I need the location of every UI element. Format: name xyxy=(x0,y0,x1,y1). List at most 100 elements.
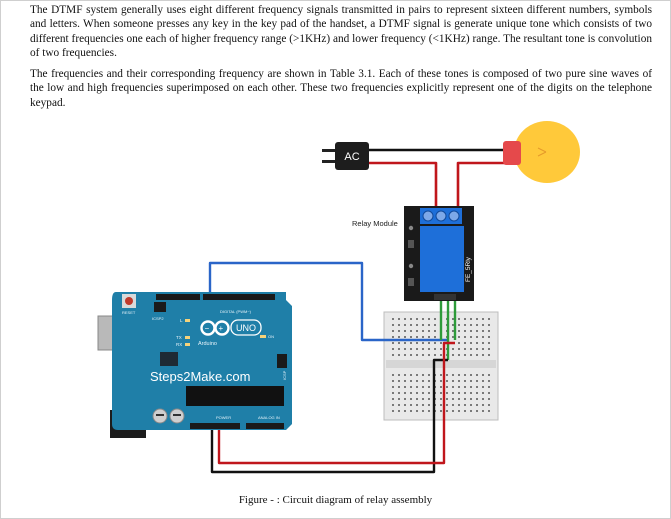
figure-caption: Figure - : Circuit diagram of relay asse… xyxy=(238,494,433,506)
breadboard-hole xyxy=(470,336,472,338)
breadboard-hole xyxy=(416,318,418,320)
breadboard-hole xyxy=(482,330,484,332)
breadboard-hole xyxy=(482,386,484,388)
breadboard-hole xyxy=(398,342,400,344)
breadboard-hole xyxy=(470,342,472,344)
breadboard-hole xyxy=(482,404,484,406)
breadboard-hole xyxy=(410,318,412,320)
breadboard-hole xyxy=(452,386,454,388)
breadboard-hole xyxy=(422,398,424,400)
breadboard-hole xyxy=(488,410,490,412)
breadboard-hole xyxy=(404,386,406,388)
breadboard-hole xyxy=(476,336,478,338)
breadboard-hole xyxy=(458,398,460,400)
breadboard-hole xyxy=(398,318,400,320)
breadboard-hole xyxy=(482,374,484,376)
breadboard-hole xyxy=(446,392,448,394)
breadboard-hole xyxy=(452,348,454,350)
relay-module-label: Relay Module xyxy=(352,219,398,228)
svg-text:−: − xyxy=(205,324,210,333)
breadboard-hole xyxy=(458,354,460,356)
breadboard-hole xyxy=(404,380,406,382)
breadboard-hole xyxy=(464,342,466,344)
breadboard-hole xyxy=(476,374,478,376)
breadboard-hole xyxy=(452,330,454,332)
breadboard-hole xyxy=(446,386,448,388)
breadboard-hole xyxy=(476,398,478,400)
ac-label: AC xyxy=(344,151,359,163)
relay-module: Relay Module FE_5Rly xyxy=(352,206,474,301)
breadboard-hole xyxy=(416,348,418,350)
relay-model-label: FE_5Rly xyxy=(465,256,472,282)
wires xyxy=(208,148,510,474)
breadboard-hole xyxy=(398,336,400,338)
breadboard-hole xyxy=(422,342,424,344)
breadboard-hole xyxy=(482,318,484,320)
breadboard-hole xyxy=(398,386,400,388)
breadboard-hole xyxy=(488,336,490,338)
breadboard-hole xyxy=(488,380,490,382)
breadboard-hole xyxy=(446,410,448,412)
breadboard-hole xyxy=(422,410,424,412)
breadboard-hole xyxy=(416,342,418,344)
breadboard-hole xyxy=(488,404,490,406)
breadboard-hole xyxy=(488,330,490,332)
breadboard-hole xyxy=(422,374,424,376)
breadboard-hole xyxy=(416,386,418,388)
breadboard-hole xyxy=(440,342,442,344)
breadboard-hole xyxy=(392,336,394,338)
breadboard-hole xyxy=(470,318,472,320)
wire-ac-red xyxy=(368,161,438,210)
breadboard-hole xyxy=(446,374,448,376)
breadboard-hole xyxy=(428,392,430,394)
breadboard-hole xyxy=(482,392,484,394)
breadboard-hole xyxy=(476,392,478,394)
breadboard-hole xyxy=(452,392,454,394)
breadboard-hole xyxy=(392,386,394,388)
breadboard-hole xyxy=(446,398,448,400)
arduino-infinity-icon xyxy=(200,320,230,336)
breadboard-hole xyxy=(416,374,418,376)
breadboard-hole xyxy=(470,392,472,394)
breadboard-hole xyxy=(458,336,460,338)
arduino-analog-label: ANALOG IN xyxy=(258,415,280,420)
breadboard-hole xyxy=(458,392,460,394)
breadboard-hole xyxy=(416,392,418,394)
breadboard-hole xyxy=(422,348,424,350)
breadboard-hole xyxy=(392,330,394,332)
breadboard-hole xyxy=(458,342,460,344)
arduino-site-label: Steps2Make.com xyxy=(150,369,250,384)
breadboard-hole xyxy=(422,386,424,388)
breadboard-hole xyxy=(422,330,424,332)
breadboard-hole xyxy=(458,330,460,332)
breadboard-hole xyxy=(398,398,400,400)
breadboard-hole xyxy=(410,392,412,394)
breadboard-hole xyxy=(422,318,424,320)
breadboard-hole xyxy=(392,392,394,394)
breadboard-hole xyxy=(470,386,472,388)
breadboard-hole xyxy=(392,348,394,350)
breadboard-hole xyxy=(392,380,394,382)
breadboard-hole xyxy=(488,392,490,394)
breadboard-hole xyxy=(458,374,460,376)
breadboard-hole xyxy=(404,354,406,356)
breadboard-hole xyxy=(452,410,454,412)
wire-gnd-black xyxy=(210,358,448,474)
light-bulb xyxy=(503,121,580,183)
breadboard-hole xyxy=(482,324,484,326)
breadboard-hole xyxy=(482,342,484,344)
breadboard-hole xyxy=(434,318,436,320)
breadboard-hole xyxy=(440,380,442,382)
breadboard-hole xyxy=(464,348,466,350)
arduino-rx-label: RX xyxy=(176,342,182,347)
arduino-tx-label: TX xyxy=(176,335,182,340)
arduino-uno: DIGITAL (PWM~) RESET ICSP2 L TX RX − + U… xyxy=(97,292,292,438)
breadboard-hole xyxy=(440,410,442,412)
breadboard-hole xyxy=(416,398,418,400)
breadboard-hole xyxy=(416,410,418,412)
breadboard-hole xyxy=(398,404,400,406)
breadboard-hole xyxy=(440,348,442,350)
breadboard-hole xyxy=(398,324,400,326)
breadboard-hole xyxy=(404,342,406,344)
breadboard-hole xyxy=(404,348,406,350)
